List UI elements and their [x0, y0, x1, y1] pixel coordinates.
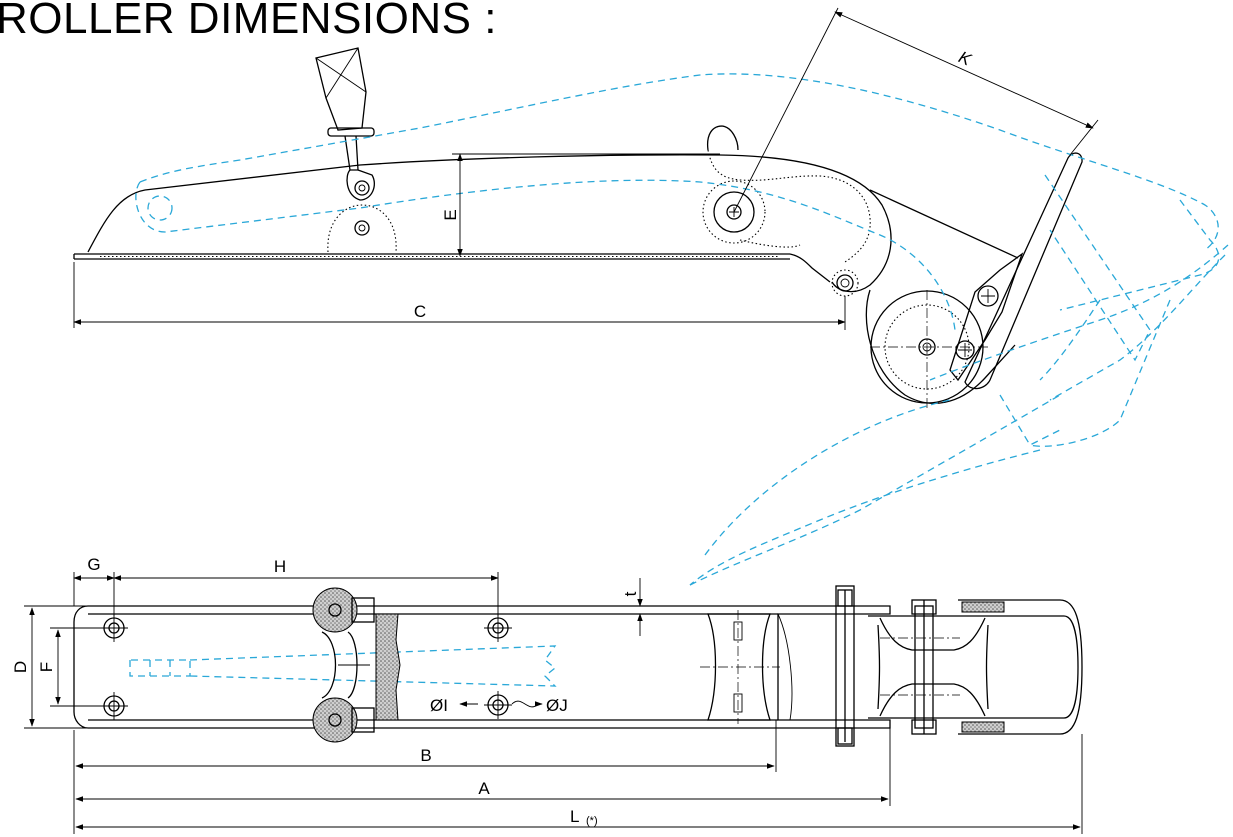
- dimension-d: D: [11, 605, 88, 729]
- dimension-b: B: [73, 720, 777, 834]
- label-j: ØJ: [546, 696, 568, 715]
- label-c: C: [414, 302, 426, 321]
- label-g: G: [87, 555, 100, 574]
- label-e: E: [441, 209, 460, 220]
- label-i: ØI: [430, 696, 448, 715]
- dimension-t: t: [621, 578, 650, 636]
- dimension-c: C: [73, 262, 846, 330]
- dimension-g: G: [73, 555, 115, 616]
- dimension-l: L (*): [75, 734, 1083, 834]
- label-h: H: [274, 557, 286, 576]
- dimension-h: H: [113, 557, 499, 616]
- dimension-hole-diameters: ØI ØJ: [430, 696, 568, 715]
- lock-wheel: [327, 204, 397, 253]
- label-d: D: [11, 661, 30, 673]
- label-b: B: [420, 746, 431, 765]
- side-view: E C K: [73, 7, 1229, 586]
- top-view: G H t D F: [11, 555, 1083, 834]
- label-k: K: [956, 47, 975, 69]
- label-f: F: [37, 662, 56, 672]
- retaining-bar: [869, 152, 1083, 390]
- dimension-f: F: [37, 627, 104, 707]
- base-plate-side: [73, 253, 790, 260]
- label-l-note: (*): [586, 815, 598, 827]
- release-handle: [315, 47, 375, 201]
- label-t: t: [621, 591, 640, 596]
- dimension-e: E: [441, 153, 720, 257]
- page-title: ROLLER DIMENSIONS :: [0, 0, 497, 43]
- slot-dashed: [129, 645, 557, 687]
- lock-wheels-top: [312, 587, 401, 743]
- dimension-k: K: [733, 7, 1099, 213]
- dimension-a: A: [75, 728, 891, 806]
- mounting-holes: [100, 614, 512, 720]
- alternate-positions: [135, 73, 1229, 586]
- label-a: A: [478, 779, 490, 798]
- label-l: L: [570, 807, 579, 826]
- base-plate-top: [73, 605, 891, 729]
- inner-contour: [707, 149, 871, 263]
- roller-head: [865, 289, 1016, 410]
- pivot-k: [702, 180, 766, 244]
- head-rollers: [700, 585, 1083, 747]
- roller-arm-body: [87, 154, 892, 293]
